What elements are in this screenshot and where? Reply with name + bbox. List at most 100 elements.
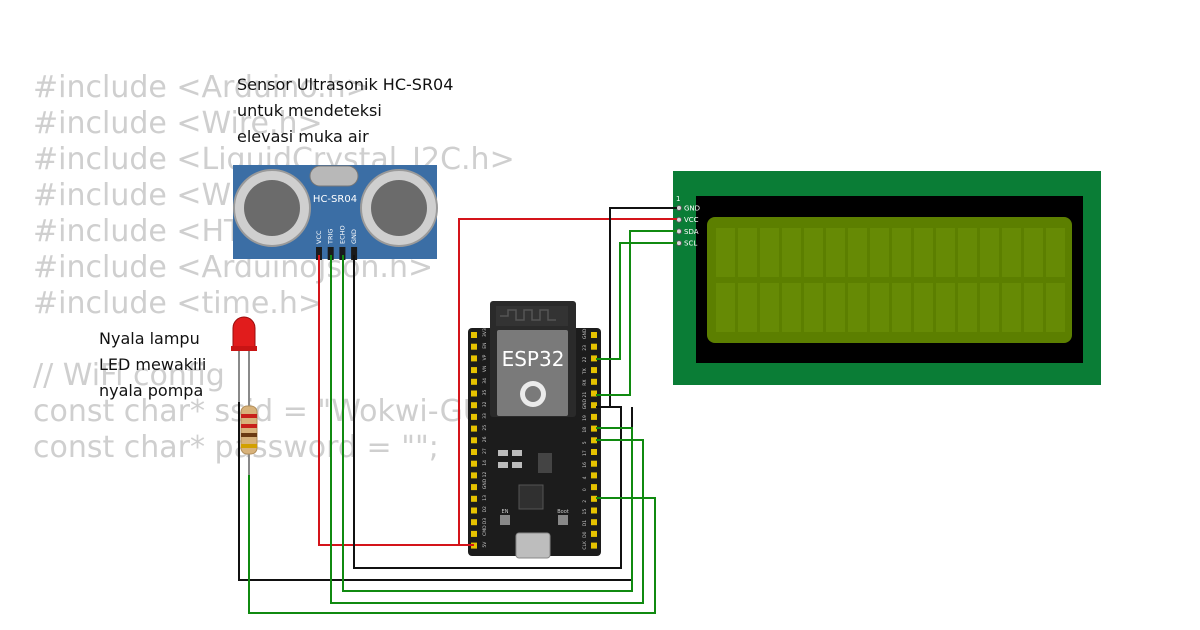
esp32-pin-right[interactable] — [591, 472, 597, 479]
esp32-pin-left[interactable] — [471, 472, 477, 479]
esp32-pin-label: 5 — [582, 441, 588, 444]
wire-green-sensor-echo[interactable] — [342, 255, 633, 592]
sensor-crystal — [309, 165, 359, 187]
esp32-pin-right[interactable] — [591, 390, 597, 397]
esp32-pin-right[interactable] — [591, 332, 597, 338]
esp32-pin-right[interactable] — [591, 495, 597, 502]
esp32-smd-4 — [512, 462, 522, 468]
esp32-pin-label: 32 — [482, 401, 488, 407]
esp32-smd-3 — [498, 462, 508, 468]
lcd-pin-label: SDA — [684, 228, 699, 236]
esp32-pin-label: 0 — [582, 488, 588, 491]
esp32-pin-label: GND — [482, 478, 488, 489]
esp32-pin-left[interactable] — [471, 530, 477, 537]
esp32-pin-label: 13 — [482, 495, 488, 501]
esp32-pin-left[interactable] — [471, 390, 477, 397]
esp32-pin-left[interactable] — [471, 425, 477, 432]
sensor-pin-gnd[interactable] — [351, 247, 358, 260]
esp32-boot-button[interactable] — [558, 515, 568, 525]
lcd-char-cell — [848, 228, 867, 277]
esp32-pin-left[interactable] — [471, 495, 477, 502]
esp32-pin-right[interactable] — [591, 402, 597, 409]
sensor-pin-label: ECHO — [338, 225, 346, 244]
sensor-pin-trig[interactable] — [327, 247, 334, 260]
esp32-pin-label: 12 — [482, 472, 488, 478]
led-note-line-3: nyala pompa — [99, 381, 204, 400]
esp32-pin-right[interactable] — [591, 437, 597, 444]
wire-green-sensor-trig[interactable] — [330, 255, 644, 604]
lcd-char-cell — [826, 283, 845, 332]
esp32-en-button[interactable] — [500, 515, 510, 525]
wire-black-sensor-gnd[interactable] — [353, 255, 622, 569]
esp32-pin-right[interactable] — [591, 519, 597, 526]
red-led[interactable] — [231, 316, 257, 408]
esp32-pin-left[interactable] — [471, 413, 477, 420]
esp32-pin-label: 23 — [582, 345, 588, 351]
lcd-char-cell — [892, 283, 911, 332]
sensor-note-line-3: elevasi muka air — [237, 127, 369, 146]
esp32-pin-left[interactable] — [471, 519, 477, 526]
esp32-pin-right[interactable] — [591, 425, 597, 432]
resistor[interactable] — [240, 405, 258, 475]
sensor-pin-vcc[interactable] — [316, 247, 322, 260]
wire-green-led[interactable] — [248, 475, 656, 614]
esp32-pin-right[interactable] — [591, 378, 597, 385]
esp32-pin-left[interactable] — [471, 367, 477, 374]
esp32-pin-right[interactable] — [591, 355, 597, 362]
wire-red-sensor-vcc[interactable] — [318, 255, 459, 546]
esp32-pin-left[interactable] — [471, 449, 477, 455]
sensor-note-line-1: Sensor Ultrasonik HC-SR04 — [237, 75, 454, 94]
sensor-mesh-left — [244, 180, 300, 236]
esp32-pin-left[interactable] — [471, 378, 477, 385]
wires — [238, 207, 677, 614]
esp32-pin-label: 14 — [482, 460, 488, 466]
wire-green-lcd-sda[interactable] — [596, 230, 677, 396]
lcd-pin-label: SCL — [684, 240, 697, 248]
esp32-pin-label: VP — [482, 354, 488, 360]
esp32-en-label: EN — [502, 509, 509, 515]
esp32-pin-right[interactable] — [591, 460, 597, 467]
esp32-pin-left[interactable] — [471, 343, 477, 350]
lcd-char-cell — [1046, 283, 1065, 332]
esp32-pin-right[interactable] — [591, 367, 597, 374]
esp32-pin-right[interactable] — [591, 530, 597, 537]
wire-green-lcd-scl[interactable] — [596, 242, 677, 360]
sensor-pin-echo[interactable] — [339, 247, 346, 260]
esp32-pin-right[interactable] — [591, 484, 597, 491]
esp32-pin-left[interactable] — [471, 484, 477, 491]
lcd-pin-vcc[interactable] — [676, 216, 682, 223]
esp32-pin-label: GND — [582, 398, 588, 409]
esp32-pin-left[interactable] — [471, 437, 477, 444]
lcd-char-cell — [782, 283, 801, 332]
esp32-pin-label: EN — [482, 342, 488, 348]
lcd-char-cell — [1024, 228, 1043, 277]
lcd-char-cell — [1046, 228, 1065, 277]
lcd-pin-label: GND — [684, 205, 700, 213]
sensor-mesh-right — [371, 180, 427, 236]
esp32-pin-right[interactable] — [591, 542, 597, 549]
lcd-pin-gnd[interactable] — [676, 205, 682, 211]
esp32-pin-right[interactable] — [591, 449, 597, 455]
esp32-pin-label: 4 — [582, 476, 588, 479]
lcd-pin-scl[interactable] — [676, 240, 682, 247]
resistor-band-3 — [241, 433, 257, 437]
led-note: Nyala lampu LED mewakili nyala pompa — [99, 326, 206, 404]
lcd-char-cell — [1002, 228, 1021, 277]
esp32-pin-left[interactable] — [471, 332, 477, 338]
wire-black-lcd-gnd[interactable] — [596, 207, 677, 408]
esp32-pin-left[interactable] — [471, 355, 477, 362]
esp32-board[interactable]: ESP32 EN Boot 3V3ENVPVN34353233252627141… — [468, 301, 601, 559]
lcd-char-cell — [716, 228, 735, 277]
esp32-pin-right[interactable] — [591, 343, 597, 350]
espressif-logo-inner — [525, 386, 541, 402]
esp32-pin-left[interactable] — [471, 402, 477, 409]
esp32-pin-right[interactable] — [591, 507, 597, 514]
esp32-pin-left[interactable] — [471, 507, 477, 514]
esp32-pin-left[interactable] — [471, 460, 477, 467]
wire-red-lcd-vcc[interactable] — [458, 218, 677, 546]
lcd-pin-sda[interactable] — [676, 228, 682, 235]
esp32-pin-right[interactable] — [591, 413, 597, 420]
esp32-pin-label: GND — [582, 328, 588, 339]
